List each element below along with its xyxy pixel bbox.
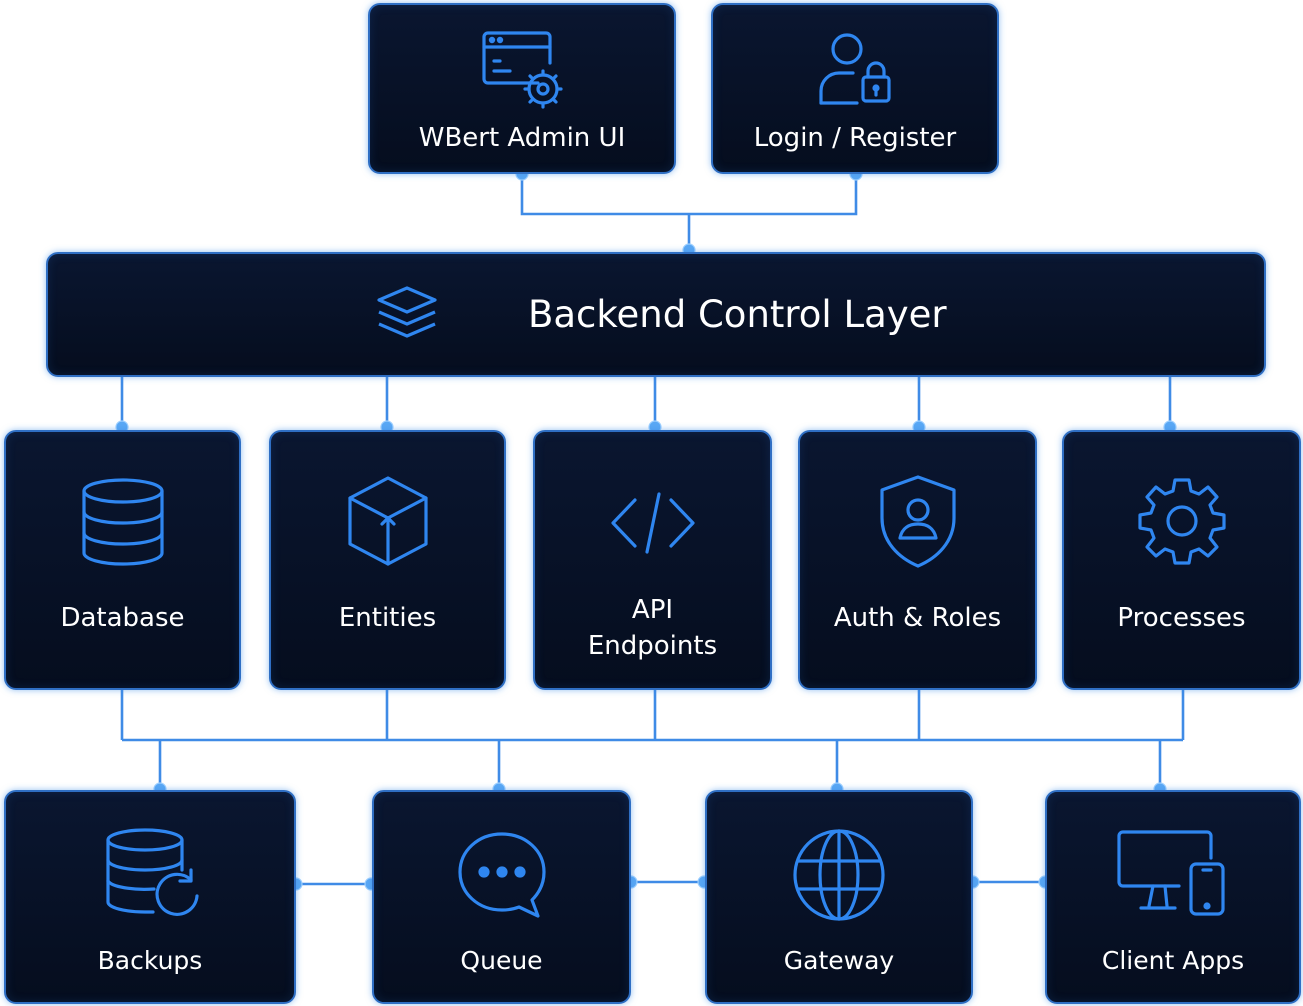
chat-bubble-icon bbox=[454, 826, 550, 922]
database-icon bbox=[78, 476, 168, 568]
user-lock-icon bbox=[813, 29, 897, 109]
entities-label: Entities bbox=[338, 603, 437, 633]
admin-ui-node: WBert Admin UI bbox=[368, 3, 676, 174]
queue-label: Queue bbox=[460, 946, 543, 975]
queue-node: Queue bbox=[372, 790, 631, 1004]
database-refresh-icon bbox=[103, 826, 207, 922]
api-endpoints-node: API Endpoints bbox=[533, 430, 772, 690]
api-endpoints-label: API Endpoints bbox=[587, 595, 718, 661]
database-node: Database bbox=[4, 430, 241, 690]
backups-node: Backups bbox=[4, 790, 296, 1004]
layers-icon bbox=[373, 282, 441, 350]
login-register-node: Login / Register bbox=[711, 3, 999, 174]
control-layer-title: Backend Control Layer bbox=[528, 293, 947, 336]
backend-control-layer: Backend Control Layer bbox=[46, 252, 1266, 377]
auth-roles-node: Auth & Roles bbox=[798, 430, 1037, 690]
cube-icon bbox=[342, 472, 434, 570]
gateway-label: Gateway bbox=[783, 946, 895, 975]
database-label: Database bbox=[60, 603, 185, 633]
client-apps-node: Client Apps bbox=[1045, 790, 1301, 1004]
processes-node: Processes bbox=[1062, 430, 1301, 690]
entities-node: Entities bbox=[269, 430, 506, 690]
gear-icon bbox=[1133, 472, 1231, 570]
gateway-node: Gateway bbox=[705, 790, 973, 1004]
admin-ui-label: WBert Admin UI bbox=[418, 123, 626, 153]
devices-icon bbox=[1115, 826, 1231, 918]
login-register-label: Login / Register bbox=[753, 123, 957, 153]
processes-label: Processes bbox=[1117, 603, 1246, 633]
browser-gear-icon bbox=[476, 29, 568, 111]
code-icon bbox=[607, 490, 699, 556]
client-apps-label: Client Apps bbox=[1101, 946, 1245, 975]
backups-label: Backups bbox=[97, 946, 203, 975]
shield-user-icon bbox=[875, 472, 961, 570]
auth-roles-label: Auth & Roles bbox=[833, 603, 1002, 633]
globe-icon bbox=[790, 826, 888, 924]
